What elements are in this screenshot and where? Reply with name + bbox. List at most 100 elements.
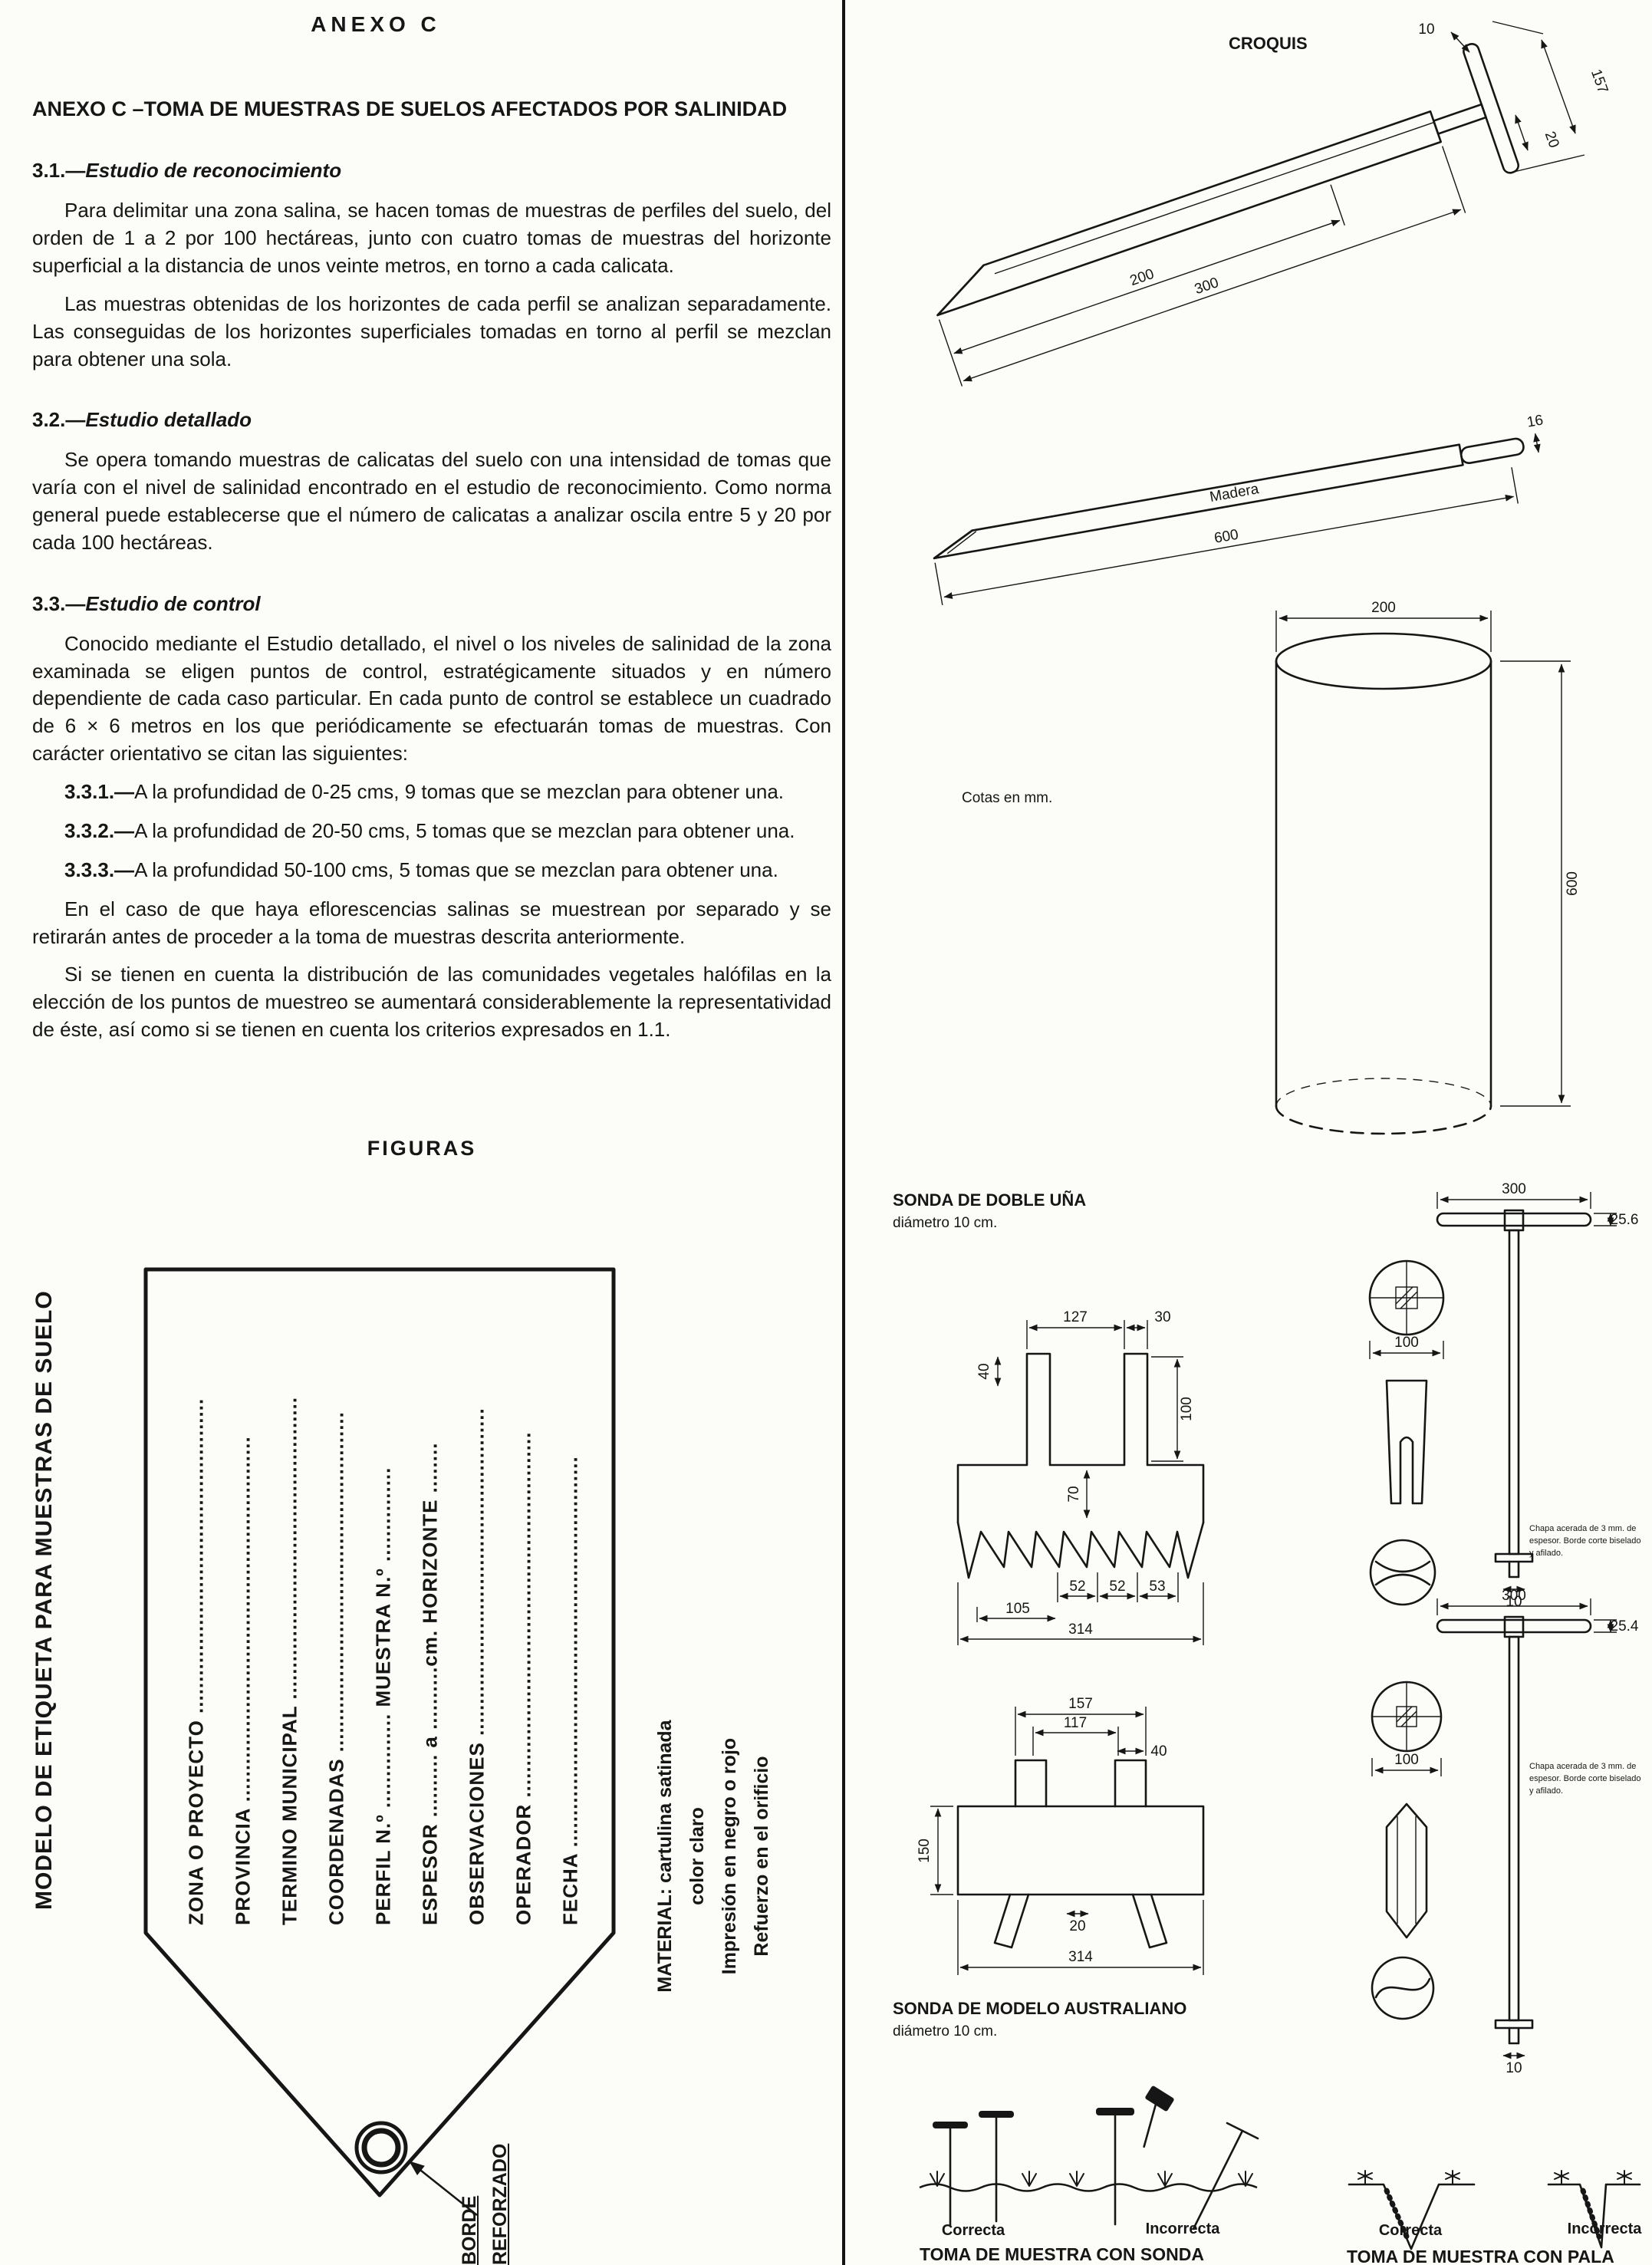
dim-70: 70 bbox=[1066, 1486, 1082, 1502]
dim-40: 40 bbox=[1150, 1743, 1167, 1760]
steel-note-line: Chapa acerada de 3 mm. de bbox=[1529, 1762, 1636, 1771]
pala-scene-title: TOMA DE MUESTRA CON PALA bbox=[1347, 2247, 1614, 2265]
item-text: A la profundidad de 20-50 cms, 5 tomas q… bbox=[134, 818, 795, 842]
tag-outline bbox=[143, 1267, 616, 2198]
dim-600: 600 bbox=[1565, 871, 1581, 896]
dim-314: 314 bbox=[1068, 1621, 1093, 1638]
dim-25-6: 25.6 bbox=[1611, 1212, 1639, 1228]
item-number: 3.3.2.— bbox=[64, 818, 135, 842]
running-header: ANEXO C bbox=[311, 12, 441, 36]
borde-label-line: BORDE bbox=[459, 2195, 480, 2265]
dim-16: 16 bbox=[1525, 412, 1544, 430]
dim-300: 300 bbox=[1502, 1588, 1526, 1604]
doble-una-top-view: 100 bbox=[1368, 1259, 1445, 1359]
dim-105: 105 bbox=[1005, 1601, 1030, 1617]
doble-una-side-profile bbox=[1385, 1379, 1428, 1505]
steel-note-line: y afilado. bbox=[1529, 1786, 1563, 1796]
australiano-side-profile bbox=[1385, 1802, 1428, 1939]
hammer-icon bbox=[1143, 2086, 1174, 2148]
dim-20: 20 bbox=[1542, 130, 1562, 150]
figuras-heading: FIGURAS bbox=[367, 1137, 477, 1160]
dim-10: 10 bbox=[1418, 21, 1434, 38]
dim-10: 10 bbox=[1506, 2060, 1522, 2076]
paragraph: Para delimitar una zona salina, se hacen… bbox=[32, 199, 831, 277]
steel-note-line: espesor. Borde corte biselado bbox=[1529, 1774, 1641, 1783]
section-name: Estudio detallado bbox=[85, 408, 252, 432]
dim-117: 117 bbox=[1064, 1715, 1087, 1731]
material-line: Refuerzo en el orificio bbox=[751, 1756, 772, 1957]
dim-157: 157 bbox=[1588, 67, 1611, 96]
sonda-correcta-label: Correcta bbox=[942, 2222, 1005, 2239]
paragraph: Las muestras obtenidas de los horizontes… bbox=[32, 291, 831, 370]
tag-field: PERFIL N.º ............... MUESTRA N.º .… bbox=[371, 1467, 395, 1925]
dim-52: 52 bbox=[1109, 1579, 1125, 1595]
tag-field: OPERADOR ...............................… bbox=[512, 1431, 535, 1925]
cylinder-drawing: 200 600 Cotas en mm. bbox=[962, 600, 1581, 1135]
paragraph: Conocido mediante el Estudio detallado, … bbox=[32, 631, 831, 765]
steel-note-line: y afilado. bbox=[1529, 1549, 1563, 1558]
pala-correcta-label: Correcta bbox=[1379, 2222, 1443, 2239]
croquis-label: CROQUIS bbox=[1229, 34, 1308, 53]
material-line: color claro bbox=[686, 1807, 708, 1905]
section-name: Estudio de control bbox=[85, 591, 261, 615]
tag-hole-outer bbox=[354, 2121, 408, 2174]
text-column: ANEXO C –TOMA DE MUESTRAS DE SUELOS AFEC… bbox=[32, 95, 831, 1055]
australiano-subtitle: diámetro 10 cm. bbox=[893, 2023, 997, 2039]
gouge-auger-drawing: 200 300 bbox=[936, 42, 1520, 387]
section-number: 3.2.— bbox=[32, 408, 86, 432]
dim-100: 100 bbox=[1394, 1335, 1419, 1351]
sonda-sampling-scene: Correcta Incorrecta TOMA DE MUESTRA CON … bbox=[919, 2086, 1259, 2264]
pala-incorrecta-label: Incorrecta bbox=[1568, 2221, 1643, 2237]
etiqueta-side-title: MODELO DE ETIQUETA PARA MUESTRAS DE SUEL… bbox=[31, 1290, 57, 1910]
tag-field: COORDENADAS ............................… bbox=[324, 1411, 348, 1925]
item-number: 3.3.3.— bbox=[64, 858, 135, 881]
paragraph: Si se tienen en cuenta la distribución d… bbox=[32, 963, 831, 1042]
list-item: 3.3.1.—A la profundidad de 0-25 cms, 9 t… bbox=[32, 779, 831, 806]
dim-150: 150 bbox=[916, 1839, 933, 1863]
section-name: Estudio de reconocimiento bbox=[85, 159, 342, 183]
list-item: 3.3.3.—A la profundidad 50-100 cms, 5 to… bbox=[32, 857, 831, 884]
dim-25-4: 25.4 bbox=[1611, 1618, 1639, 1635]
paragraph: En el caso de que haya eflorescencias sa… bbox=[32, 897, 831, 948]
madera-tool-drawing: Madera 600 16 bbox=[933, 412, 1545, 605]
doble-una-title: SONDA DE DOBLE UÑA bbox=[893, 1190, 1086, 1210]
tag-field: ZONA O PROYECTO ........................… bbox=[184, 1398, 208, 1925]
tag-field: OBSERVACIONES ..........................… bbox=[465, 1407, 489, 1925]
doble-una-subtitle: diámetro 10 cm. bbox=[893, 1215, 997, 1231]
t-handle-tool-2: 300 25.4 Chapa acerada de 3 mm. de espes… bbox=[1436, 1588, 1641, 2076]
tag-hole-reinforced-ring bbox=[361, 2128, 401, 2168]
section-number: 3.1.— bbox=[32, 159, 86, 183]
australiano-top-view: 100 bbox=[1371, 1681, 1443, 1776]
dim-100: 100 bbox=[1394, 1752, 1419, 1768]
column-divider bbox=[842, 0, 845, 2265]
doble-una-bottom-view bbox=[1369, 1539, 1436, 1606]
material-title: MATERIAL: cartulina satinada bbox=[654, 1720, 676, 1993]
australiano-bottom-view bbox=[1371, 1956, 1435, 2020]
auger-handle-dims: 10 157 20 bbox=[1418, 21, 1611, 173]
sonda-incorrecta-label: Incorrecta bbox=[1146, 2221, 1221, 2237]
dim-53: 53 bbox=[1149, 1579, 1165, 1595]
dim-200: 200 bbox=[1371, 600, 1396, 616]
dim-100: 100 bbox=[1179, 1397, 1195, 1421]
borde-label-line: REFORZADO bbox=[489, 2143, 511, 2265]
australiano-front-view: 157 117 40 150 20 314 bbox=[916, 1696, 1205, 1975]
t-handle-tool-1: 300 25.6 Chapa acerada de 3 mm. de espes… bbox=[1436, 1181, 1641, 1610]
paragraph: Se opera tomando muestras de calicatas d… bbox=[32, 448, 831, 554]
croquis-panel: CROQUIS 200 300 10 157 20 bbox=[893, 21, 1643, 2265]
dim-127: 127 bbox=[1063, 1309, 1088, 1325]
dim-314: 314 bbox=[1068, 1949, 1093, 1965]
item-text: A la profundidad de 0-25 cms, 9 tomas qu… bbox=[134, 780, 785, 803]
tag-field: PROVINCIA ..............................… bbox=[231, 1436, 255, 1925]
sonda-scene-title: TOMA DE MUESTRA CON SONDA bbox=[920, 2244, 1204, 2264]
dim-52: 52 bbox=[1069, 1579, 1085, 1595]
steel-note-line: Chapa acerada de 3 mm. de bbox=[1529, 1524, 1636, 1533]
item-number: 3.3.1.— bbox=[64, 780, 135, 803]
australiano-title: SONDA DE MODELO AUSTRALIANO bbox=[893, 1999, 1186, 2018]
pala-sampling-scene: Correcta Incorrecta TOMA DE MUESTRA CON … bbox=[1347, 2170, 1643, 2265]
dim-20: 20 bbox=[1069, 1918, 1085, 1934]
borde-reforzado-arrow bbox=[409, 2161, 478, 2216]
label-tag-diagram bbox=[143, 1267, 616, 2216]
section-heading-3-3: 3.3.—Estudio de control bbox=[32, 591, 831, 618]
section-heading-3-2: 3.2.—Estudio detallado bbox=[32, 407, 831, 434]
